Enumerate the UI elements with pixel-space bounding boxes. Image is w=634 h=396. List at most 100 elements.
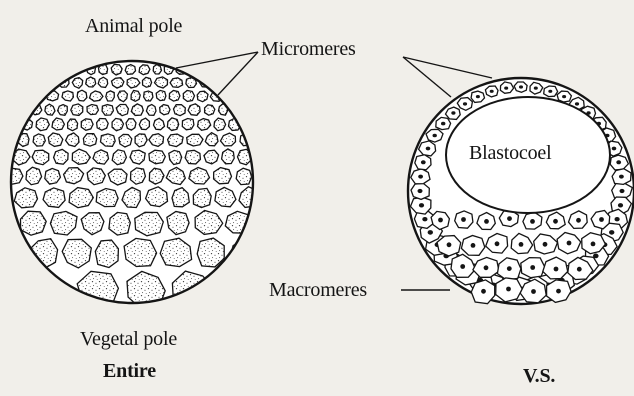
stippled-cell (119, 134, 132, 147)
stippled-cell (6, 168, 23, 184)
stippled-cell (174, 105, 186, 116)
stippled-cell (214, 118, 226, 131)
cell-nucleus (460, 264, 465, 269)
cell-nucleus (612, 147, 617, 151)
cell-nucleus (433, 134, 437, 138)
cell-nucleus (567, 241, 572, 246)
stippled-cell (153, 65, 161, 74)
stippled-cell (109, 212, 130, 235)
micromeres-label: Micromeres (261, 39, 356, 59)
cell-nucleus (422, 217, 427, 221)
stippled-cell (170, 78, 183, 88)
entire-blastula (6, 61, 281, 309)
stippled-cell (62, 91, 73, 101)
cell-nucleus (461, 217, 466, 222)
stippled-cell (101, 134, 116, 146)
stippled-cell (131, 168, 146, 184)
stippled-cell (222, 149, 235, 164)
cell-nucleus (506, 287, 511, 292)
cell-nucleus (530, 265, 535, 270)
stippled-cell (90, 91, 103, 101)
section-blastula (408, 78, 634, 304)
cell-nucleus (481, 289, 486, 294)
stippled-cell (139, 118, 149, 129)
stippled-cell (182, 119, 194, 130)
cell-nucleus (438, 218, 443, 223)
cell-nucleus (495, 241, 500, 246)
stippled-cell (169, 91, 180, 102)
cell-nucleus (619, 175, 624, 179)
cell-nucleus (441, 122, 445, 126)
cell-nucleus (507, 266, 512, 271)
cell-nucleus (599, 217, 604, 222)
cell-nucleus (615, 217, 620, 221)
cell-nucleus (577, 267, 582, 272)
stippled-cell (139, 65, 150, 75)
stippled-cell (255, 150, 267, 165)
cell-nucleus (447, 242, 452, 247)
stippled-cell (167, 118, 178, 131)
stippled-cell (187, 134, 203, 146)
cell-nucleus (576, 218, 581, 223)
cell-nucleus (575, 102, 579, 105)
stippled-cell (156, 90, 166, 100)
stippled-cell (36, 118, 49, 131)
cell-nucleus (543, 242, 548, 247)
stippled-cell (236, 168, 251, 184)
stippled-cell (86, 77, 96, 87)
cell-nucleus (476, 95, 480, 98)
macromeres-label: Macromeres (269, 280, 367, 300)
stippled-cell (126, 119, 136, 130)
cell-nucleus (609, 230, 614, 235)
stippled-cell (54, 149, 69, 164)
cell-nucleus (419, 203, 424, 207)
cell-nucleus (484, 219, 489, 224)
cell-nucleus (519, 85, 523, 88)
cell-nucleus (418, 175, 423, 179)
stippled-cell (254, 134, 269, 147)
cell-nucleus (426, 147, 431, 151)
stippled-cell (106, 91, 115, 101)
stippled-cell (243, 119, 255, 130)
cell-nucleus (519, 242, 524, 247)
stippled-cell (183, 91, 194, 102)
cell-nucleus (463, 102, 467, 105)
stippled-cell (188, 104, 200, 116)
stippled-cell (143, 77, 152, 87)
stippled-cell (97, 119, 109, 131)
stippled-cell (160, 105, 170, 115)
cell-nucleus (421, 160, 426, 164)
stippled-cell (146, 105, 156, 116)
cell-nucleus (553, 219, 558, 224)
stippled-cell (102, 105, 113, 116)
stippled-cell (26, 167, 42, 185)
stippled-cell (214, 168, 232, 184)
stippled-cell (144, 91, 153, 101)
cell-nucleus (591, 242, 596, 247)
cell-nucleus (504, 87, 508, 90)
cell-nucleus (548, 90, 552, 93)
stippled-cell (185, 150, 200, 164)
stippled-cell (131, 91, 140, 102)
cell-nucleus (428, 230, 433, 235)
stippled-cell (21, 211, 47, 235)
stippled-cell (96, 189, 118, 207)
cell-nucleus (531, 289, 536, 294)
stippled-cell (81, 119, 93, 131)
stippled-cell (52, 118, 64, 130)
stippled-cell (149, 150, 165, 164)
blastocoel-label: Blastocoel (469, 143, 551, 163)
cell-nucleus (534, 87, 538, 90)
cell-nucleus (490, 90, 494, 93)
vegetal-pole-label: Vegetal pole (80, 329, 177, 349)
stippled-cell (87, 105, 98, 115)
stippled-cell (43, 188, 65, 208)
stippled-cell (257, 167, 275, 184)
cell-nucleus (618, 203, 623, 207)
stippled-cell (58, 105, 68, 116)
cell-nucleus (616, 160, 621, 164)
entire-caption: Entire (103, 361, 156, 381)
stippled-cell (226, 91, 237, 102)
stippled-cell (112, 118, 123, 130)
stippled-cell (125, 65, 135, 75)
